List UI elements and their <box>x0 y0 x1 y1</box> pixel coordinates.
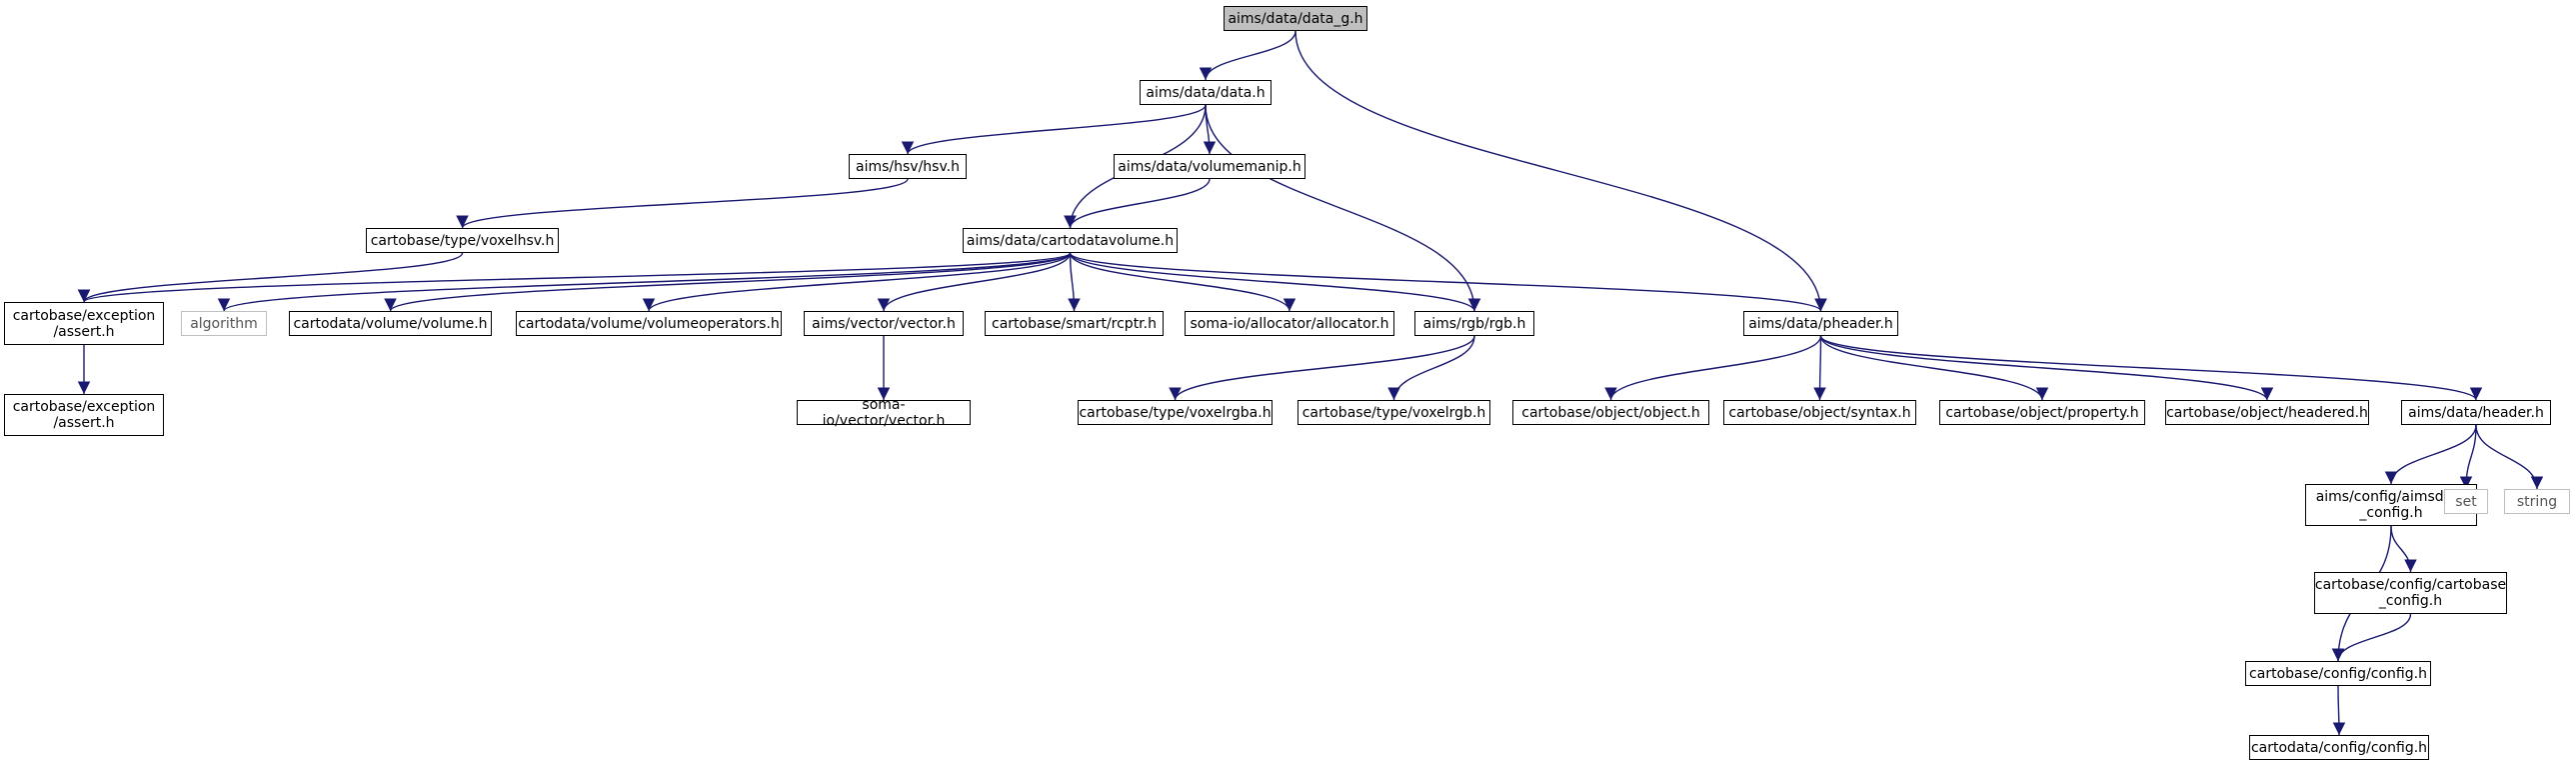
graph-edge-n5-n11 <box>1068 252 1081 312</box>
graph-node-n19[interactable]: cartobase/object/object.h <box>1512 400 1709 425</box>
graph-node-n16[interactable]: soma-io/vector/vector.h <box>797 397 971 429</box>
graph-node-n25: set <box>2444 489 2488 514</box>
graph-edge-n14-n21 <box>1819 335 2049 401</box>
graph-node-n3[interactable]: aims/data/volumemanip.h <box>1114 154 1305 179</box>
graph-node-n14[interactable]: aims/data/pheader.h <box>1743 311 1898 336</box>
graph-edge-n23-n25 <box>2459 424 2477 490</box>
graph-edge-n13-n18 <box>1387 335 1475 401</box>
graph-node-n15[interactable]: cartobase/exception /assert.h <box>4 394 164 436</box>
graph-node-n10[interactable]: aims/vector/vector.h <box>804 311 964 336</box>
graph-node-n29[interactable]: cartodata/config/config.h <box>2249 735 2429 760</box>
graph-edge-n5-n13 <box>1069 252 1481 312</box>
graph-edge-n5-n8 <box>384 252 1072 312</box>
graph-edge-n0-n14 <box>1294 30 1827 312</box>
graph-node-n27[interactable]: cartobase/config/cartobase _config.h <box>2314 572 2507 614</box>
graph-node-n7: algorithm <box>181 311 267 336</box>
graph-node-n8[interactable]: cartodata/volume/volume.h <box>289 311 492 336</box>
graph-node-n26: string <box>2504 489 2570 514</box>
graph-node-n2[interactable]: aims/hsv/hsv.h <box>849 154 967 179</box>
graph-node-n23[interactable]: aims/data/header.h <box>2401 400 2551 425</box>
graph-edge-n4-n6 <box>77 252 464 303</box>
graph-node-n17[interactable]: cartobase/type/voxelrgba.h <box>1078 400 1273 425</box>
graph-node-n21[interactable]: cartobase/object/property.h <box>1939 400 2145 425</box>
graph-edge-n27-n28 <box>2331 613 2412 662</box>
graph-edge-n1-n2 <box>901 104 1207 155</box>
graph-node-n13[interactable]: aims/rgb/rgb.h <box>1414 311 1534 336</box>
graph-node-n28[interactable]: cartobase/config/config.h <box>2245 661 2431 686</box>
graph-edge-n28-n29 <box>2332 685 2346 736</box>
graph-node-n0[interactable]: aims/data/data_g.h <box>1224 6 1367 31</box>
graph-node-n5[interactable]: aims/data/cartodatavolume.h <box>963 228 1178 253</box>
graph-edge-n23-n24 <box>2384 424 2477 485</box>
graph-edge-n23-n26 <box>2475 424 2544 490</box>
graph-node-n11[interactable]: cartobase/smart/rcptr.h <box>985 311 1164 336</box>
graph-edge-n14-n20 <box>1813 335 1826 401</box>
graph-node-n22[interactable]: cartobase/object/headered.h <box>2165 400 2369 425</box>
graph-node-n20[interactable]: cartobase/object/syntax.h <box>1723 400 1916 425</box>
graph-node-n9[interactable]: cartodata/volume/volumeoperators.h <box>516 311 782 336</box>
graph-edge-n2-n4 <box>456 178 909 229</box>
graph-node-n18[interactable]: cartobase/type/voxelrgb.h <box>1297 400 1490 425</box>
graph-node-n12[interactable]: soma-io/allocator/allocator.h <box>1185 311 1394 336</box>
edge-layer <box>77 30 2544 736</box>
graph-edge-n1-n13 <box>1205 104 1481 312</box>
graph-edge-n14-n19 <box>1604 335 1822 401</box>
graph-edge-n5-n12 <box>1069 252 1296 312</box>
graph-edge-n14-n23 <box>1819 335 2483 401</box>
graph-edge-n3-n5 <box>1064 178 1211 229</box>
graph-edge-n14-n22 <box>1819 335 2274 401</box>
graph-edge-n5-n7 <box>218 252 1072 312</box>
graph-node-n6[interactable]: cartobase/exception /assert.h <box>4 302 164 345</box>
graph-edge-n0-n1 <box>1199 30 1296 81</box>
graph-node-n4[interactable]: cartobase/type/voxelhsv.h <box>366 228 559 253</box>
graph-edge-n5-n10 <box>877 252 1072 312</box>
graph-edge-n13-n17 <box>1169 335 1475 401</box>
graph-edge-n5-n14 <box>1069 252 1827 312</box>
graph-edge-n5-n6 <box>78 252 1072 303</box>
graph-node-n1[interactable]: aims/data/data.h <box>1140 80 1272 105</box>
graph-edge-n5-n9 <box>642 252 1072 312</box>
